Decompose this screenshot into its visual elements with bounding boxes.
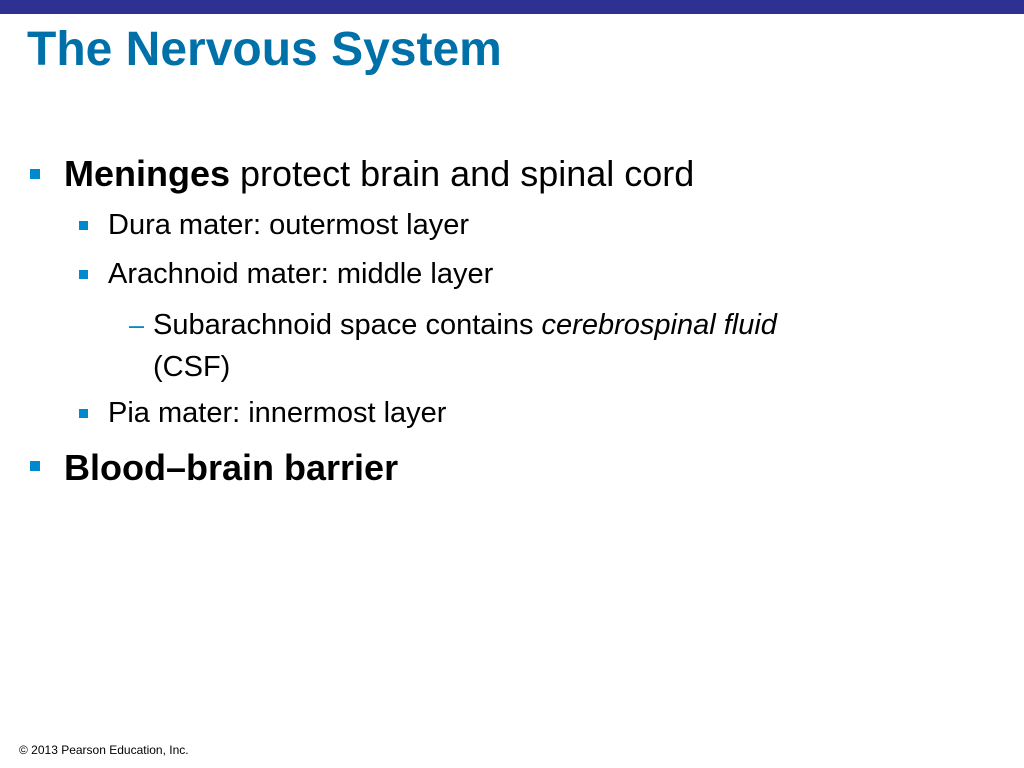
square-bullet-icon xyxy=(79,270,88,279)
top-accent-bar xyxy=(0,0,1024,14)
square-bullet-icon xyxy=(30,461,40,471)
bullet-italic-term: cerebrospinal fluid xyxy=(541,309,777,341)
bullet-text: Arachnoid mater: middle layer xyxy=(108,258,494,290)
bullet-bold-term: Meninges xyxy=(64,153,231,194)
bullet-text: Subarachnoid space contains cerebrospina… xyxy=(153,305,777,345)
slide-title: The Nervous System xyxy=(27,23,502,76)
bullet-description: protect brain and spinal cord xyxy=(230,153,695,194)
square-bullet-icon xyxy=(79,409,88,418)
bullet-text: Pia mater: innermost layer xyxy=(108,397,447,429)
square-bullet-icon xyxy=(30,169,40,179)
copyright-footer: © 2013 Pearson Education, Inc. xyxy=(19,743,189,757)
bullet-text: Meninges protect brain and spinal cord xyxy=(64,154,694,194)
bullet-bold-term: Blood–brain barrier xyxy=(64,447,399,488)
square-bullet-icon xyxy=(79,221,88,230)
bullet-text: Dura mater: outermost layer xyxy=(108,209,470,241)
bullet-continuation: (CSF) xyxy=(153,351,231,383)
bullet-description: Subarachnoid space contains xyxy=(153,309,542,341)
dash-bullet-icon: – xyxy=(129,310,145,340)
